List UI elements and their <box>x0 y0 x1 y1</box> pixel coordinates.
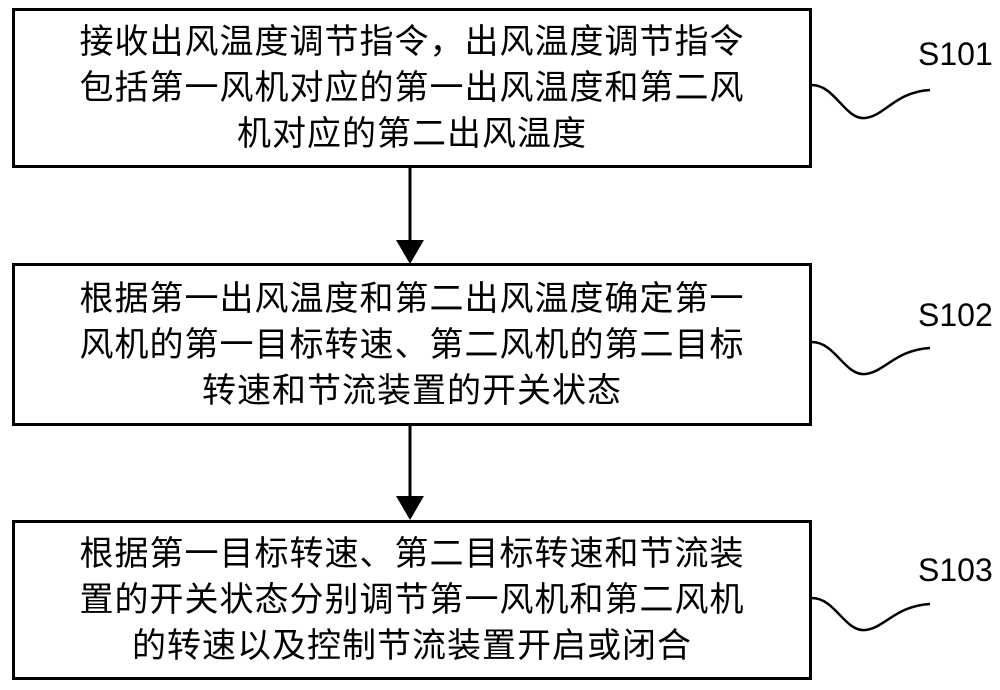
leader-line-s103 <box>811 596 931 632</box>
step-box-s102: 根据第一出风温度和第二出风温度确定第一 风机的第一目标转速、第二风机的第二目标 … <box>12 263 812 426</box>
step-box-s101: 接收出风温度调节指令，出风温度调节指令 包括第一风机对应的第一出风温度和第二风 … <box>12 8 812 168</box>
step-text-s103: 根据第一目标转速、第二目标转速和节流装 置的开关状态分别调节第一风机和第二风机 … <box>79 534 745 666</box>
step-text-s102: 根据第一出风温度和第二出风温度确定第一 风机的第一目标转速、第二风机的第二目标 … <box>79 278 745 411</box>
leader-line-s102 <box>811 340 931 376</box>
arrowhead-s101-to-s102 <box>396 240 424 264</box>
step-label-s101: S101 <box>918 36 993 72</box>
arrowhead-s102-to-s103 <box>396 496 424 520</box>
step-label-s103: S103 <box>918 552 993 588</box>
step-text-s101: 接收出风温度调节指令，出风温度调节指令 包括第一风机对应的第一出风温度和第二风 … <box>79 22 745 154</box>
step-label-s102: S102 <box>918 297 993 333</box>
step-box-s103: 根据第一目标转速、第二目标转速和节流装 置的开关状态分别调节第一风机和第二风机 … <box>12 520 812 680</box>
leader-line-s101 <box>811 83 931 120</box>
